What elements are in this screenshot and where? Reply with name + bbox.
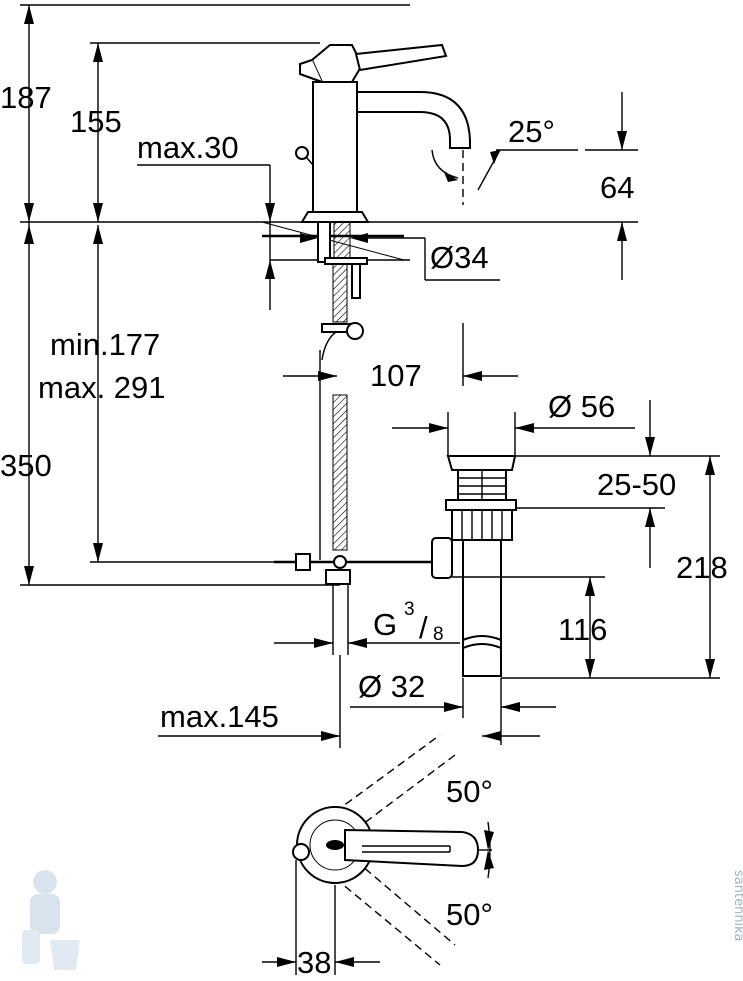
label-max30: max.30 <box>137 130 239 165</box>
spout <box>356 91 471 149</box>
popup-waste <box>274 412 517 677</box>
label-155: 155 <box>70 104 122 139</box>
label-g-slash: / <box>419 610 428 645</box>
faucet-base <box>300 211 370 223</box>
label-g: G <box>373 607 397 642</box>
label-g-num: 3 <box>404 599 415 620</box>
dimension-116: 116 <box>452 576 720 679</box>
dimension-diam34: Ø34 <box>300 233 500 281</box>
label-g-den: 8 <box>433 624 444 645</box>
label-25deg: 25° <box>508 114 555 149</box>
label-25-50: 25-50 <box>597 467 676 502</box>
dimension-g38: G 3 / 8 <box>274 599 460 648</box>
watermark-text: santehnika <box>731 870 743 941</box>
lever-arm <box>354 43 448 72</box>
dimension-38: 38 <box>262 860 380 980</box>
top-view: 50° 50° <box>292 734 494 966</box>
label-38: 38 <box>297 945 331 980</box>
label-max145: max.145 <box>160 699 279 734</box>
watermark-plumber-icon <box>22 870 80 970</box>
dimension-107: 107 <box>283 323 518 393</box>
dimension-64: 64 <box>585 92 638 280</box>
label-350: 350 <box>0 448 52 483</box>
dimension-155: 155 <box>70 42 320 222</box>
label-diam32: Ø 32 <box>358 669 425 704</box>
faucet-body <box>312 81 358 213</box>
lever-hub <box>310 44 364 83</box>
dimension-max145: max.145 <box>158 655 540 748</box>
popup-knob <box>295 146 309 160</box>
dimension-max30: max.30 <box>137 130 275 310</box>
label-diam34: Ø34 <box>430 240 489 275</box>
dimension-350: 350 <box>0 222 340 586</box>
label-diam56: Ø 56 <box>548 389 615 424</box>
label-116: 116 <box>558 612 607 647</box>
dimension-187: 187 <box>0 4 410 222</box>
label-50deg-top: 50° <box>446 774 493 809</box>
label-64: 64 <box>600 170 634 205</box>
label-107: 107 <box>370 358 422 393</box>
label-187: 187 <box>0 80 52 115</box>
dimension-218: 218 <box>665 455 728 678</box>
label-max291: max. 291 <box>38 370 166 405</box>
shank-assembly <box>261 221 405 655</box>
label-min177: min.177 <box>50 327 160 362</box>
label-218: 218 <box>676 550 728 585</box>
top-view-lever <box>344 828 480 868</box>
dimension-diam32: Ø 32 <box>350 669 556 745</box>
dimension-diam56: Ø 56 <box>392 389 635 433</box>
faucet: 25° <box>295 43 578 223</box>
dimension-25-50: 25-50 <box>515 400 676 568</box>
dimension-min177-max291: min.177 max. 291 <box>38 225 340 563</box>
label-50deg-bottom: 50° <box>446 897 493 932</box>
